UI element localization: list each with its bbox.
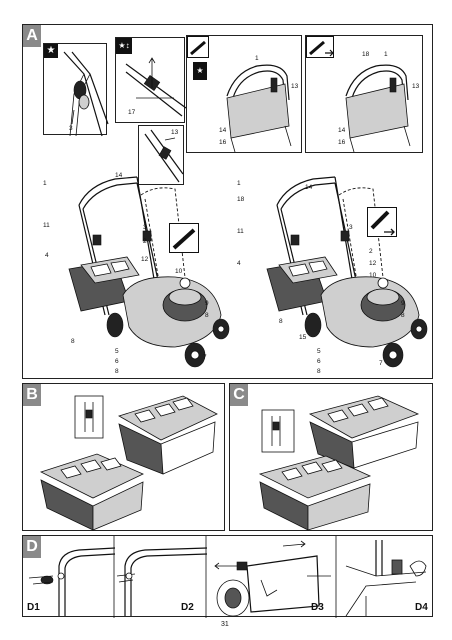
callout-5: 5 (115, 348, 119, 355)
callout-9: 9 (401, 300, 405, 307)
wrench-arrow-icon (306, 36, 334, 58)
callout-11: 11 (43, 222, 50, 229)
panel-d: D D1 D2 D3 D4 (22, 535, 433, 618)
callout-3: 3 (143, 224, 147, 231)
callout-4: 4 (237, 260, 241, 267)
callout-17: 17 (128, 109, 136, 116)
callout-8: 8 (115, 368, 119, 375)
callout-6: 6 (317, 358, 321, 365)
callout-7: 7 (203, 354, 207, 361)
callout-18: 18 (237, 196, 245, 203)
step-d4-label: D4 (415, 602, 428, 613)
inset-handle-clamp: ★ 3 (43, 43, 109, 137)
callout-8: 8 (205, 312, 209, 319)
callout-1: 1 (237, 180, 241, 187)
callout-4: 4 (45, 252, 49, 259)
callout-8: 8 (401, 312, 405, 319)
step-divider (205, 536, 207, 618)
cable-clip-drawing (125, 57, 187, 117)
callout-3: 3 (349, 224, 353, 231)
inset-cable-holder: 13 (138, 125, 184, 185)
callout-14: 14 (115, 172, 123, 179)
step-divider (335, 536, 337, 618)
callout-8: 8 (317, 368, 321, 375)
callout-16: 16 (219, 139, 227, 146)
callout-2: 2 (143, 238, 147, 245)
inset-cable-clip: ★↕ 17 (115, 37, 187, 123)
mower-assembly-right (266, 176, 428, 368)
callout-1: 1 (384, 51, 388, 58)
callout-10: 10 (369, 272, 377, 279)
step-d3-drawing (214, 540, 331, 617)
cable-holder-drawing (144, 129, 184, 183)
callout-14: 14 (219, 127, 227, 134)
callout-18: 18 (362, 51, 370, 58)
callout-8: 8 (279, 318, 283, 325)
step-divider (113, 536, 115, 618)
callout-12: 12 (141, 256, 149, 263)
step-d1-label: D1 (27, 602, 40, 613)
page-number: 31 (221, 621, 229, 628)
callout-6: 6 (115, 358, 119, 365)
wrench-tool-icon (169, 223, 199, 253)
panel-a-badge: A (23, 25, 41, 47)
callout-11: 11 (237, 228, 244, 235)
callout-14: 14 (305, 184, 313, 191)
callout-13: 13 (412, 83, 420, 90)
callout-12: 12 (369, 260, 377, 267)
step-d3-label: D3 (311, 602, 324, 613)
step-d2-drawing (116, 547, 208, 616)
callout-14: 14 (338, 127, 346, 134)
grass-catcher-assembly-b (39, 395, 218, 531)
inset-catcher-attach-1: ★ 1 13 14 16 (186, 35, 302, 153)
callout-5: 5 (317, 348, 321, 355)
panel-b-badge: B (23, 384, 41, 406)
handle-clamp-drawing (63, 51, 109, 137)
callout-13: 13 (291, 83, 299, 90)
wrench-tool-icon (187, 36, 209, 58)
warning-star-icon: ★ (44, 44, 58, 58)
callout-1: 1 (255, 55, 259, 62)
callout-16: 16 (338, 139, 346, 146)
callout-15: 15 (299, 334, 307, 341)
star-mark-icon: ★ (193, 62, 207, 80)
panel-a: A ★ 3 ★↕ 17 (22, 24, 433, 379)
catcher-attach-drawing-1 (226, 64, 292, 153)
callout-10: 10 (175, 268, 183, 275)
inset-catcher-attach-2: 18 1 13 14 16 (305, 35, 423, 153)
step-d4-drawing (345, 540, 427, 617)
step-d1-drawing (28, 547, 116, 616)
mower-assembly-left (68, 176, 230, 368)
step-d2-label: D2 (181, 602, 194, 613)
wrench-arrow-icon (367, 207, 397, 237)
panel-d-badge: D (23, 536, 41, 558)
callout-7: 7 (379, 360, 383, 367)
callout-1: 1 (43, 180, 47, 187)
grass-catcher-assembly-c (258, 395, 420, 531)
catcher-attach-drawing-2 (345, 64, 411, 153)
panel-c-badge: C (230, 384, 248, 406)
panel-b: B (22, 383, 225, 531)
warning-star-icon: ★↕ (116, 38, 132, 54)
panel-c: C (229, 383, 433, 531)
callout-9: 9 (205, 300, 209, 307)
callout-13: 13 (171, 129, 179, 136)
callout-3: 3 (69, 125, 73, 132)
callout-2: 2 (369, 248, 373, 255)
callout-8: 8 (71, 338, 75, 345)
